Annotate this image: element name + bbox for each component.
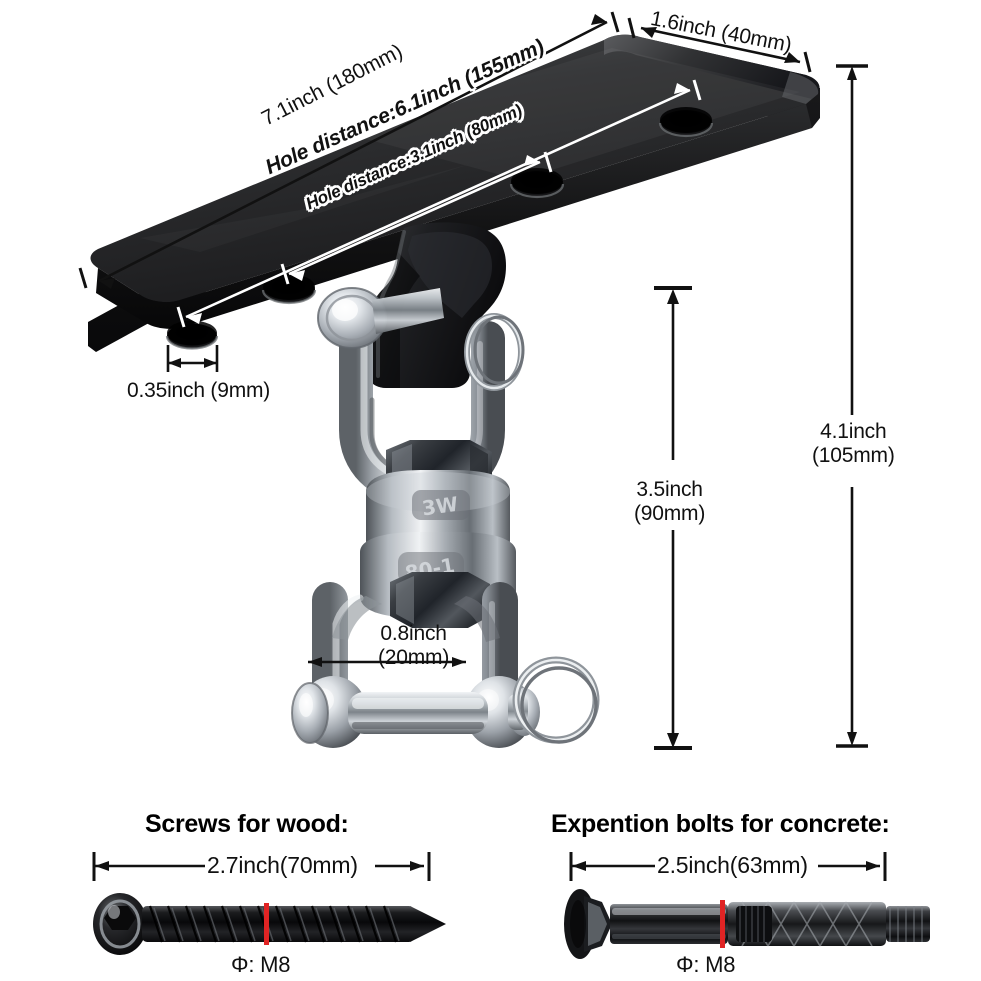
dimension-label-drop-inner: 3.5inch(90mm) — [634, 478, 705, 525]
drop-outer-inch: 4.1inch(105mm) — [812, 420, 895, 467]
split-ring-upper — [464, 313, 525, 391]
dimension-lines-on-plate — [176, 79, 702, 328]
wood-screw-illustration — [93, 893, 446, 955]
shackle-width-value: 0.8inch(20mm) — [378, 622, 450, 669]
concrete-bolt-title: Expention bolts for concrete: — [551, 810, 890, 838]
dimension-label-hole-distance-short: Hole distance:3.1inch (80mm) — [303, 100, 525, 214]
dimension-label-hole-diameter: 0.35inch (9mm) — [127, 379, 271, 402]
upper-shackle — [317, 287, 525, 503]
wood-screw-length: 2.7inch(70mm) — [207, 852, 358, 878]
dimension-lines-plate — [78, 11, 812, 372]
swivel-body: 3W 80-1 — [360, 440, 516, 628]
concrete-bolt-thread: Φ: M8 — [676, 952, 736, 977]
wood-screw-thread: Φ: M8 — [231, 952, 291, 977]
drop-inner-inch: 3.5inch(90mm) — [634, 478, 706, 525]
lower-shackle — [291, 582, 600, 748]
swivel-bracket — [366, 222, 506, 388]
svg-text:80-1: 80-1 — [403, 553, 456, 585]
dimension-label-drop-outer: 4.1inch(105mm) — [812, 420, 895, 467]
svg-text:3W: 3W — [421, 492, 460, 521]
expansion-bolt-illustration — [564, 889, 930, 959]
split-ring-lower — [512, 656, 600, 744]
concrete-bolt-length: 2.5inch(63mm) — [657, 852, 808, 878]
wood-screw-title: Screws for wood: — [145, 810, 349, 838]
dimension-vertical — [654, 64, 868, 750]
dimension-label-plate-width: 1.6inch (40mm) — [648, 7, 794, 57]
dimension-label-shackle-width: 0.8inch(20mm) — [378, 622, 449, 669]
